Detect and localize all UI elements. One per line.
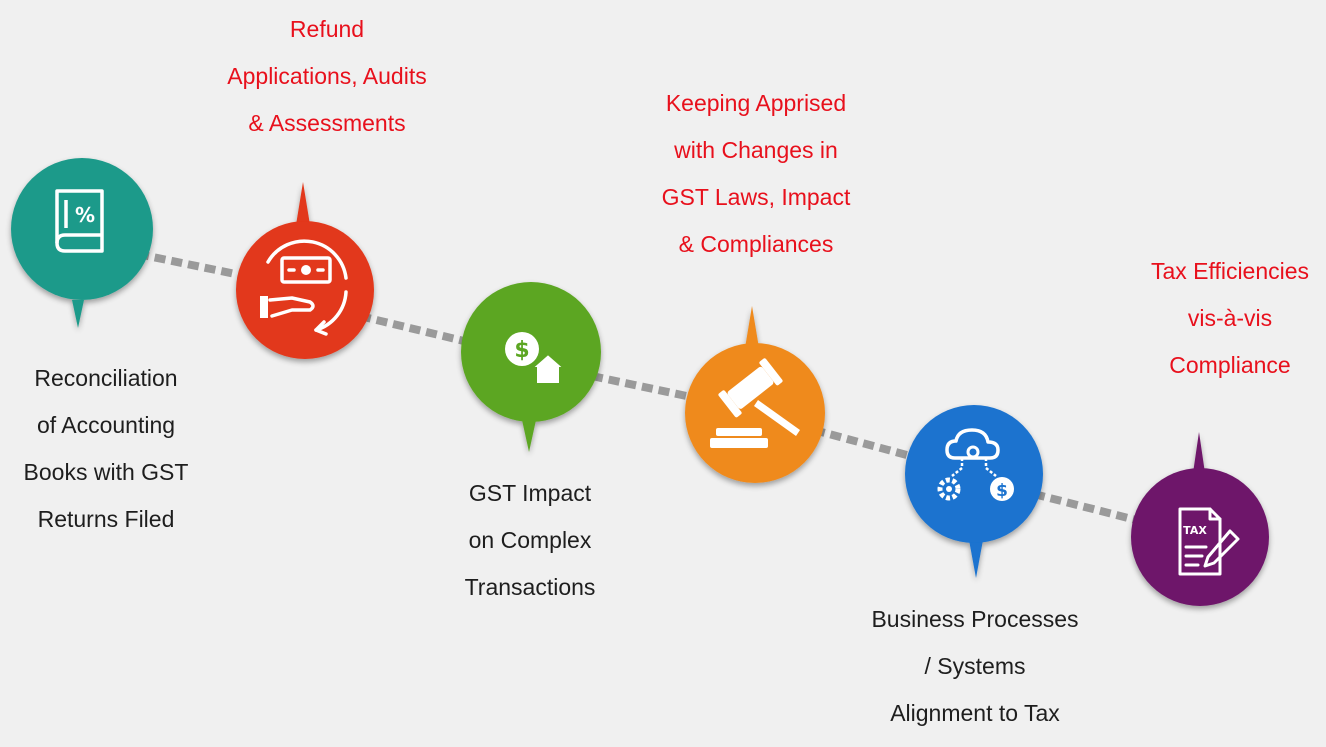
connector-1-2 [137, 250, 251, 281]
connector-2-3 [359, 312, 473, 347]
label-line: GST Laws, Impact [661, 184, 851, 210]
label-line: Reconciliation [34, 365, 178, 391]
label-line: Business Processes [871, 606, 1079, 632]
label-laws: Keeping Apprised with Changes in GST Law… [662, 80, 851, 268]
label-line: vis-à-vis [1187, 305, 1273, 331]
label-line: Compliance [1169, 352, 1291, 378]
label-business: Business Processes / Systems Alignment t… [871, 596, 1078, 737]
label-line: Keeping Apprised [665, 90, 847, 116]
node-tax-efficiency: TAX [1131, 432, 1269, 606]
label-gst-impact: GST Impact on Complex Transactions [465, 470, 596, 611]
gavel-icon [710, 358, 800, 448]
label-line: Transactions [464, 574, 596, 600]
svg-text:%: % [75, 203, 95, 227]
label-reconciliation: Reconciliation of Accounting Books with … [24, 355, 189, 543]
dollar-house-icon: $ [505, 332, 567, 385]
node-laws [685, 306, 825, 483]
label-line: Tax Efficiencies [1150, 258, 1310, 284]
label-line: of Accounting [36, 412, 176, 438]
label-line: on Complex [468, 527, 592, 553]
node-refund [236, 182, 374, 359]
label-line: & Assessments [248, 110, 406, 136]
connector-3-4 [591, 372, 697, 402]
label-tax-efficiency: Tax Efficiencies vis-à-vis Compliance [1151, 248, 1309, 389]
label-line: Applications, Audits [227, 63, 427, 89]
label-line: with Changes in [674, 137, 838, 163]
percent-book-icon: % [55, 189, 104, 253]
label-line: Returns Filed [37, 506, 175, 532]
label-line: Books with GST [23, 459, 189, 485]
svg-text:$: $ [514, 338, 529, 363]
label-line: Alignment to Tax [890, 700, 1060, 726]
label-line: & Compliances [678, 231, 834, 257]
label-line: / Systems [924, 653, 1026, 679]
tax-document-pen-icon: TAX [1178, 507, 1240, 576]
connector-5-6 [1033, 490, 1141, 525]
label-refund: Refund Applications, Audits & Assessment… [227, 6, 426, 147]
svg-text:TAX: TAX [1183, 524, 1207, 537]
connector-lines [137, 250, 1141, 525]
node-business: $ [905, 405, 1043, 578]
node-gst-impact: $ [461, 282, 601, 452]
refund-cash-hand-icon [260, 239, 348, 336]
cloud-gear-dollar-icon: $ [937, 428, 1014, 501]
node-reconciliation: % [11, 158, 153, 328]
svg-text:$: $ [996, 481, 1008, 501]
label-line: Refund [289, 16, 365, 42]
connector-4-5 [812, 426, 920, 462]
label-line: GST Impact [468, 480, 592, 506]
